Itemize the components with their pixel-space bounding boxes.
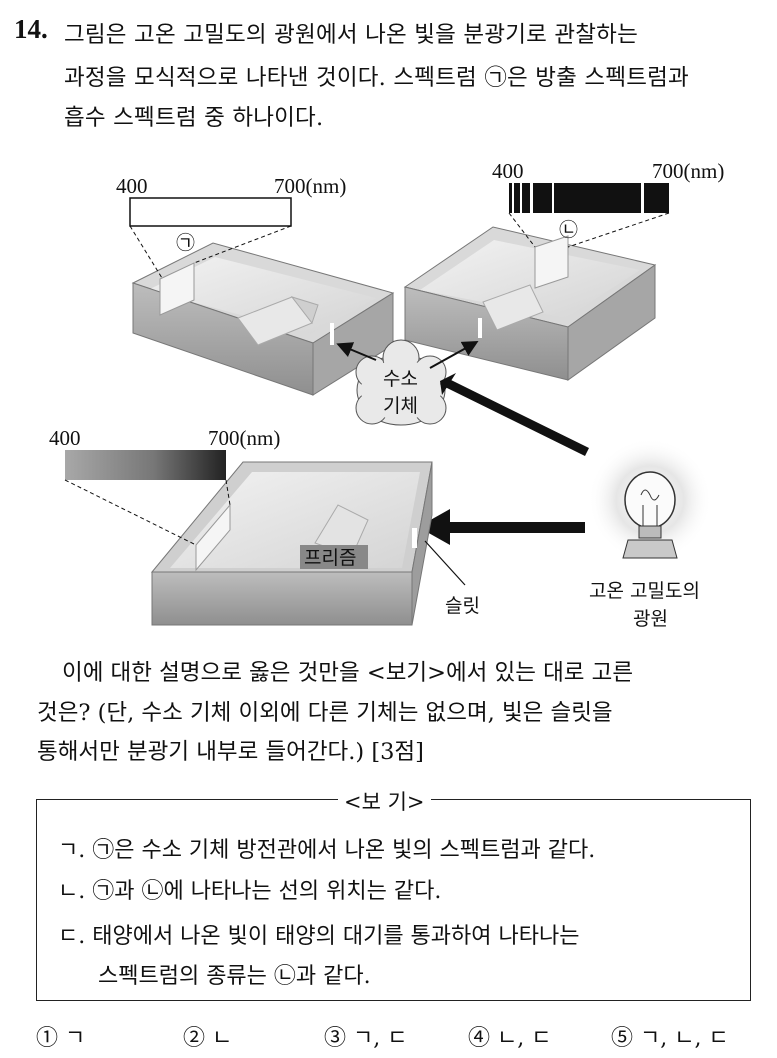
label-bottom-700: 700(nm): [208, 426, 280, 450]
choice-item-digeut: ㄷ. 태양에서 나온 빛이 태양의 대기를 통과하여 나타나는: [58, 924, 580, 949]
question-line-2: 과정을 모식적으로 나타낸 것이다. 스펙트럼 ㉠은 방출 스펙트럼과: [64, 65, 689, 91]
choice-item-nieun: ㄴ. ㉠과 ㉡에 나타나는 선의 위치는 같다.: [58, 879, 442, 904]
option-5[interactable]: ⑤ ㄱ, ㄴ, ㄷ: [611, 1026, 729, 1051]
option-2[interactable]: ② ㄴ: [183, 1026, 233, 1051]
question-number: 14.: [14, 14, 48, 44]
question-line-1: 그림은 고온 고밀도의 광원에서 나온 빛을 분광기로 관찰하는: [64, 22, 638, 48]
arrow-to-top-left: [336, 342, 377, 361]
beam-to-bottom-box: [418, 509, 585, 545]
label-top-right-700: 700(nm): [652, 159, 724, 183]
spectrum-box-a: [129, 197, 292, 279]
spectroscope-bottom: [150, 461, 433, 626]
lightbulb-icon: [588, 438, 712, 562]
gas-label-1: 수소: [383, 368, 418, 390]
spectroscope-figure: 400 700(nm) ㉠ 400 700(nm) ㉡ 수소 기체: [49, 159, 724, 630]
choices-box-title: <보 기>: [338, 786, 431, 816]
label-top-right-400: 400: [492, 159, 524, 183]
beam-to-cloud: [445, 379, 589, 456]
spectroscope-top-right: [403, 226, 657, 381]
prompt-line-1: 이에 대한 설명으로 옳은 것만을 <보기>에서 있는 대로 고른: [62, 660, 634, 686]
option-1[interactable]: ① ㄱ: [36, 1026, 86, 1051]
choice-item-digeut-cont: 스펙트럼의 종류는 ㉡과 같다.: [98, 964, 371, 989]
option-4[interactable]: ④ ㄴ, ㄷ: [468, 1026, 552, 1051]
spectroscope-top-left: [131, 242, 395, 396]
prompt-line-2: 것은? (단, 수소 기체 이외에 다른 기체는 없으며, 빛은 슬릿을: [37, 700, 613, 726]
prompt-line-3: 통해서만 분광기 내부로 들어간다.) [3점]: [37, 739, 424, 765]
label-top-left-700: 700(nm): [274, 174, 346, 198]
choice-item-giyeok: ㄱ. ㉠은 수소 기체 방전관에서 나온 빛의 스펙트럼과 같다.: [58, 838, 596, 863]
marker-a: ㉠: [176, 232, 195, 254]
slit-pointer: [424, 540, 466, 586]
label-bottom-400: 400: [49, 426, 81, 450]
slit-label: 슬릿: [445, 595, 480, 617]
source-label-1: 고온 고밀도의: [589, 580, 700, 602]
hydrogen-gas-cloud: [355, 339, 447, 426]
prism-label: 프리즘: [304, 547, 356, 569]
spectrum-box-b: [508, 183, 670, 248]
marker-b: ㉡: [559, 219, 578, 241]
arrow-to-top-right: [429, 341, 479, 369]
source-label-2: 광원: [633, 608, 668, 630]
spectrum-box-continuous: [64, 450, 231, 546]
gas-label-2: 기체: [383, 395, 418, 417]
prism-label-bg: [300, 545, 368, 569]
option-3[interactable]: ③ ㄱ, ㄷ: [324, 1026, 408, 1051]
question-line-3: 흡수 스펙트럼 중 하나이다.: [64, 105, 324, 131]
label-top-left-400: 400: [116, 174, 148, 198]
